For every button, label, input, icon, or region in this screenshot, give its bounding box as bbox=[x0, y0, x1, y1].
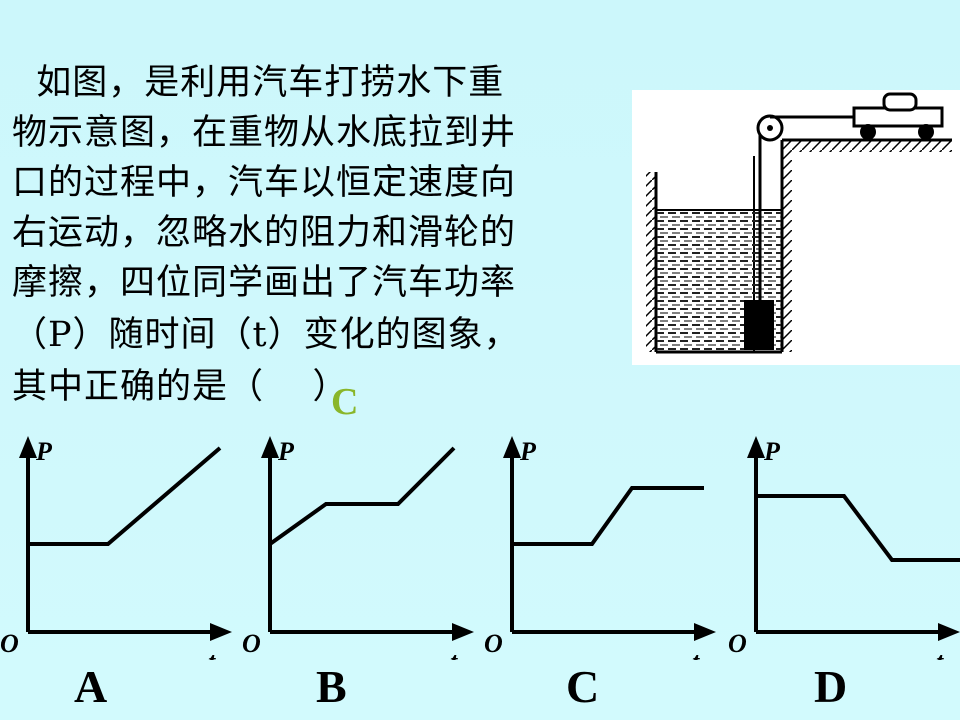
power-curve bbox=[512, 486, 704, 546]
graph-b-svg: Pt O bbox=[242, 436, 474, 676]
graph-d-svg: Pt O bbox=[728, 436, 960, 676]
power-curve bbox=[756, 494, 960, 562]
option-label-b[interactable]: B bbox=[316, 661, 347, 712]
power-curve bbox=[268, 446, 456, 546]
question-line: （P）随时间（t）变化的图象， bbox=[12, 315, 520, 355]
question-line: 右运动，忽略水的阻力和滑轮的 bbox=[12, 213, 517, 253]
origin-label: O bbox=[242, 629, 261, 658]
graph-option-a: Pt O bbox=[0, 430, 240, 676]
question-line: 摩擦，四位同学画出了汽车功率 bbox=[12, 263, 517, 303]
origin-label: O bbox=[0, 629, 19, 658]
graph-c-svg: Pt O bbox=[484, 436, 716, 676]
well-diagram bbox=[632, 90, 960, 365]
y-axis-label: P bbox=[277, 437, 295, 466]
x-axis-arrow-icon bbox=[694, 623, 716, 641]
graph-option-d: Pt O bbox=[728, 430, 960, 676]
x-axis-arrow-icon bbox=[210, 623, 232, 641]
y-axis-arrow-icon bbox=[19, 436, 37, 458]
y-axis-label: P bbox=[519, 437, 537, 466]
power-curve bbox=[28, 446, 222, 546]
y-axis-label: P bbox=[35, 437, 53, 466]
option-label-c[interactable]: C bbox=[566, 661, 600, 712]
question-line: 如图，是利用汽车打捞水下重 bbox=[12, 63, 505, 103]
y-axis-label: P bbox=[763, 437, 781, 466]
answer-letter: C bbox=[331, 381, 359, 423]
origin-label: O bbox=[728, 629, 747, 658]
option-label-a[interactable]: A bbox=[74, 661, 108, 712]
y-axis-arrow-icon bbox=[747, 436, 765, 458]
ground-hatching bbox=[782, 140, 952, 152]
x-axis-label: t bbox=[936, 647, 944, 660]
question-line: 物示意图，在重物从水底拉到井 bbox=[12, 113, 517, 153]
car-icon bbox=[852, 92, 944, 140]
heavy-object bbox=[744, 300, 774, 350]
question-line: 口的过程中，汽车以恒定速度向 bbox=[12, 163, 517, 203]
well-right-hatching bbox=[782, 152, 792, 352]
x-axis-label: t bbox=[208, 647, 216, 660]
question-line: 其中正确的是（ ） bbox=[12, 367, 349, 407]
y-axis-arrow-icon bbox=[503, 436, 521, 458]
graph-option-c: Pt O bbox=[484, 430, 724, 676]
y-axis-arrow-icon bbox=[261, 436, 279, 458]
graph-option-b: Pt O bbox=[242, 430, 482, 676]
x-axis-label: t bbox=[450, 647, 458, 660]
graph-a-svg: Pt O bbox=[0, 436, 232, 676]
x-axis-arrow-icon bbox=[938, 623, 960, 641]
origin-label: O bbox=[484, 629, 503, 658]
x-axis-arrow-icon bbox=[452, 623, 474, 641]
well-diagram-svg bbox=[646, 92, 952, 354]
well-wall-hatching bbox=[646, 172, 656, 352]
option-label-d[interactable]: D bbox=[814, 661, 848, 712]
x-axis-label: t bbox=[692, 647, 700, 660]
